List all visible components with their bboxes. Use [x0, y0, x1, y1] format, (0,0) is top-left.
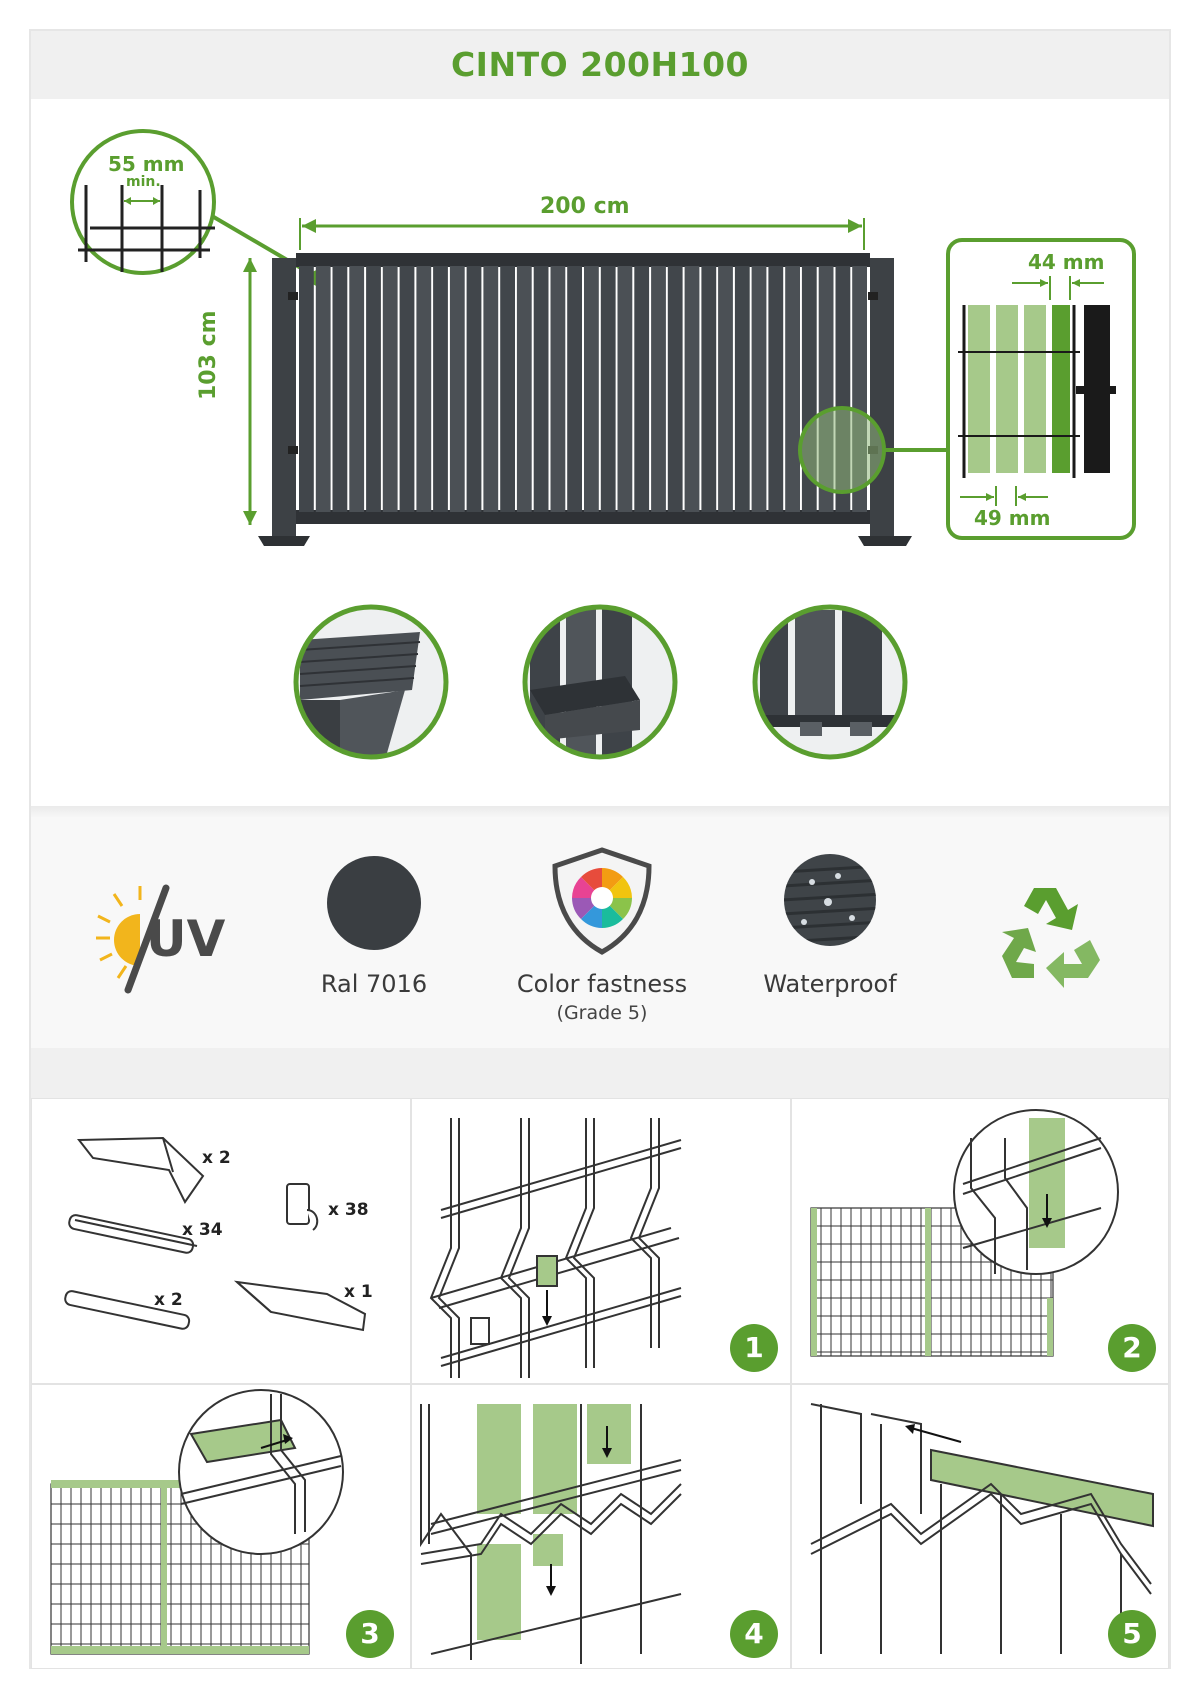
slat-part [68, 1214, 195, 1254]
end-slat-qty: x 2 [154, 1290, 183, 1310]
waterproof-label: Waterproof [763, 970, 897, 998]
fence-slat [768, 266, 784, 512]
fence-slat [785, 266, 800, 512]
uv-icon [96, 884, 170, 994]
step-5-illustration [810, 1403, 1154, 1654]
fence-slat [349, 266, 365, 512]
step-badge-1: 1 [730, 1324, 778, 1372]
fence-slat [667, 266, 683, 512]
clip-qty: x 38 [328, 1200, 369, 1220]
color-swatch-icon [327, 856, 421, 950]
waterproof-icon [784, 854, 876, 946]
fence-slat [533, 266, 549, 512]
recycle-icon [1002, 888, 1100, 988]
detail-clip-circle [525, 607, 675, 757]
fence-slat [550, 266, 566, 512]
step-4-illustration [420, 1404, 682, 1664]
mesh-min-label: min. [126, 174, 161, 190]
title-bar: CINTO 200H100 [31, 31, 1169, 99]
step-badge-4: 4 [730, 1610, 778, 1658]
step-3-illustration [50, 1389, 344, 1655]
kit-parts-illustration [64, 1136, 367, 1332]
detail-circles [293, 604, 908, 760]
fence-slat [483, 266, 499, 512]
fence-slat [416, 266, 432, 512]
step-badge-5: 5 [1108, 1610, 1156, 1658]
fence-slat [718, 266, 733, 512]
fence-slat [701, 266, 717, 512]
fence-slat [449, 266, 465, 512]
detail-bottom-circle [755, 607, 905, 757]
fence-illustration [243, 218, 948, 546]
divider-band [31, 1048, 1169, 1098]
end-slat-part [64, 1290, 191, 1330]
slat-detail-callout [946, 238, 1136, 540]
color-shield-icon [552, 847, 652, 955]
step-1-illustration [429, 1118, 682, 1378]
color-fastness-label: Color fastness [516, 970, 688, 998]
step-badge-2: 2 [1108, 1324, 1156, 1372]
fence-slat [315, 266, 331, 512]
width-dimension-label: 200 cm [540, 194, 630, 219]
clip-part [286, 1183, 310, 1225]
step-2-illustration [810, 1109, 1119, 1357]
slat-gap-label: 44 mm [1028, 250, 1105, 274]
fence-slat [299, 266, 314, 512]
slat-width-label: 49 mm [974, 506, 1051, 530]
step-5-cell [791, 1384, 1169, 1669]
features-band-shadow [31, 806, 1169, 818]
fence-slat [516, 266, 532, 512]
color-fastness-grade: (Grade 5) [556, 1002, 648, 1024]
slat-qty: x 34 [182, 1220, 223, 1240]
fence-slat [433, 266, 448, 512]
cap-profile-part [76, 1136, 205, 1204]
step-badge-3: 3 [346, 1610, 394, 1658]
fence-slat [500, 266, 515, 512]
fence-slat [651, 266, 666, 512]
mesh-dimension-label: 55 mm [108, 152, 185, 176]
fence-slat [684, 266, 700, 512]
fence-slat [399, 266, 415, 512]
fence-slat [617, 266, 633, 512]
fence-slat [366, 266, 381, 512]
fence-slat [567, 266, 582, 512]
fence-slat [634, 266, 650, 512]
fence-slat [751, 266, 767, 512]
fence-slat [332, 266, 348, 512]
fence-slat [734, 266, 750, 512]
ral-label: Ral 7016 [320, 970, 428, 998]
page-title: CINTO 200H100 [450, 45, 750, 84]
uv-label: UV [146, 910, 226, 968]
fence-slat [584, 266, 599, 512]
fence-slat [600, 266, 616, 512]
cap-qty: x 2 [202, 1148, 231, 1168]
fence-slat [382, 266, 398, 512]
fence-slat [466, 266, 482, 512]
detail-cap-circle [296, 607, 446, 757]
bottom-qty: x 1 [344, 1282, 373, 1302]
